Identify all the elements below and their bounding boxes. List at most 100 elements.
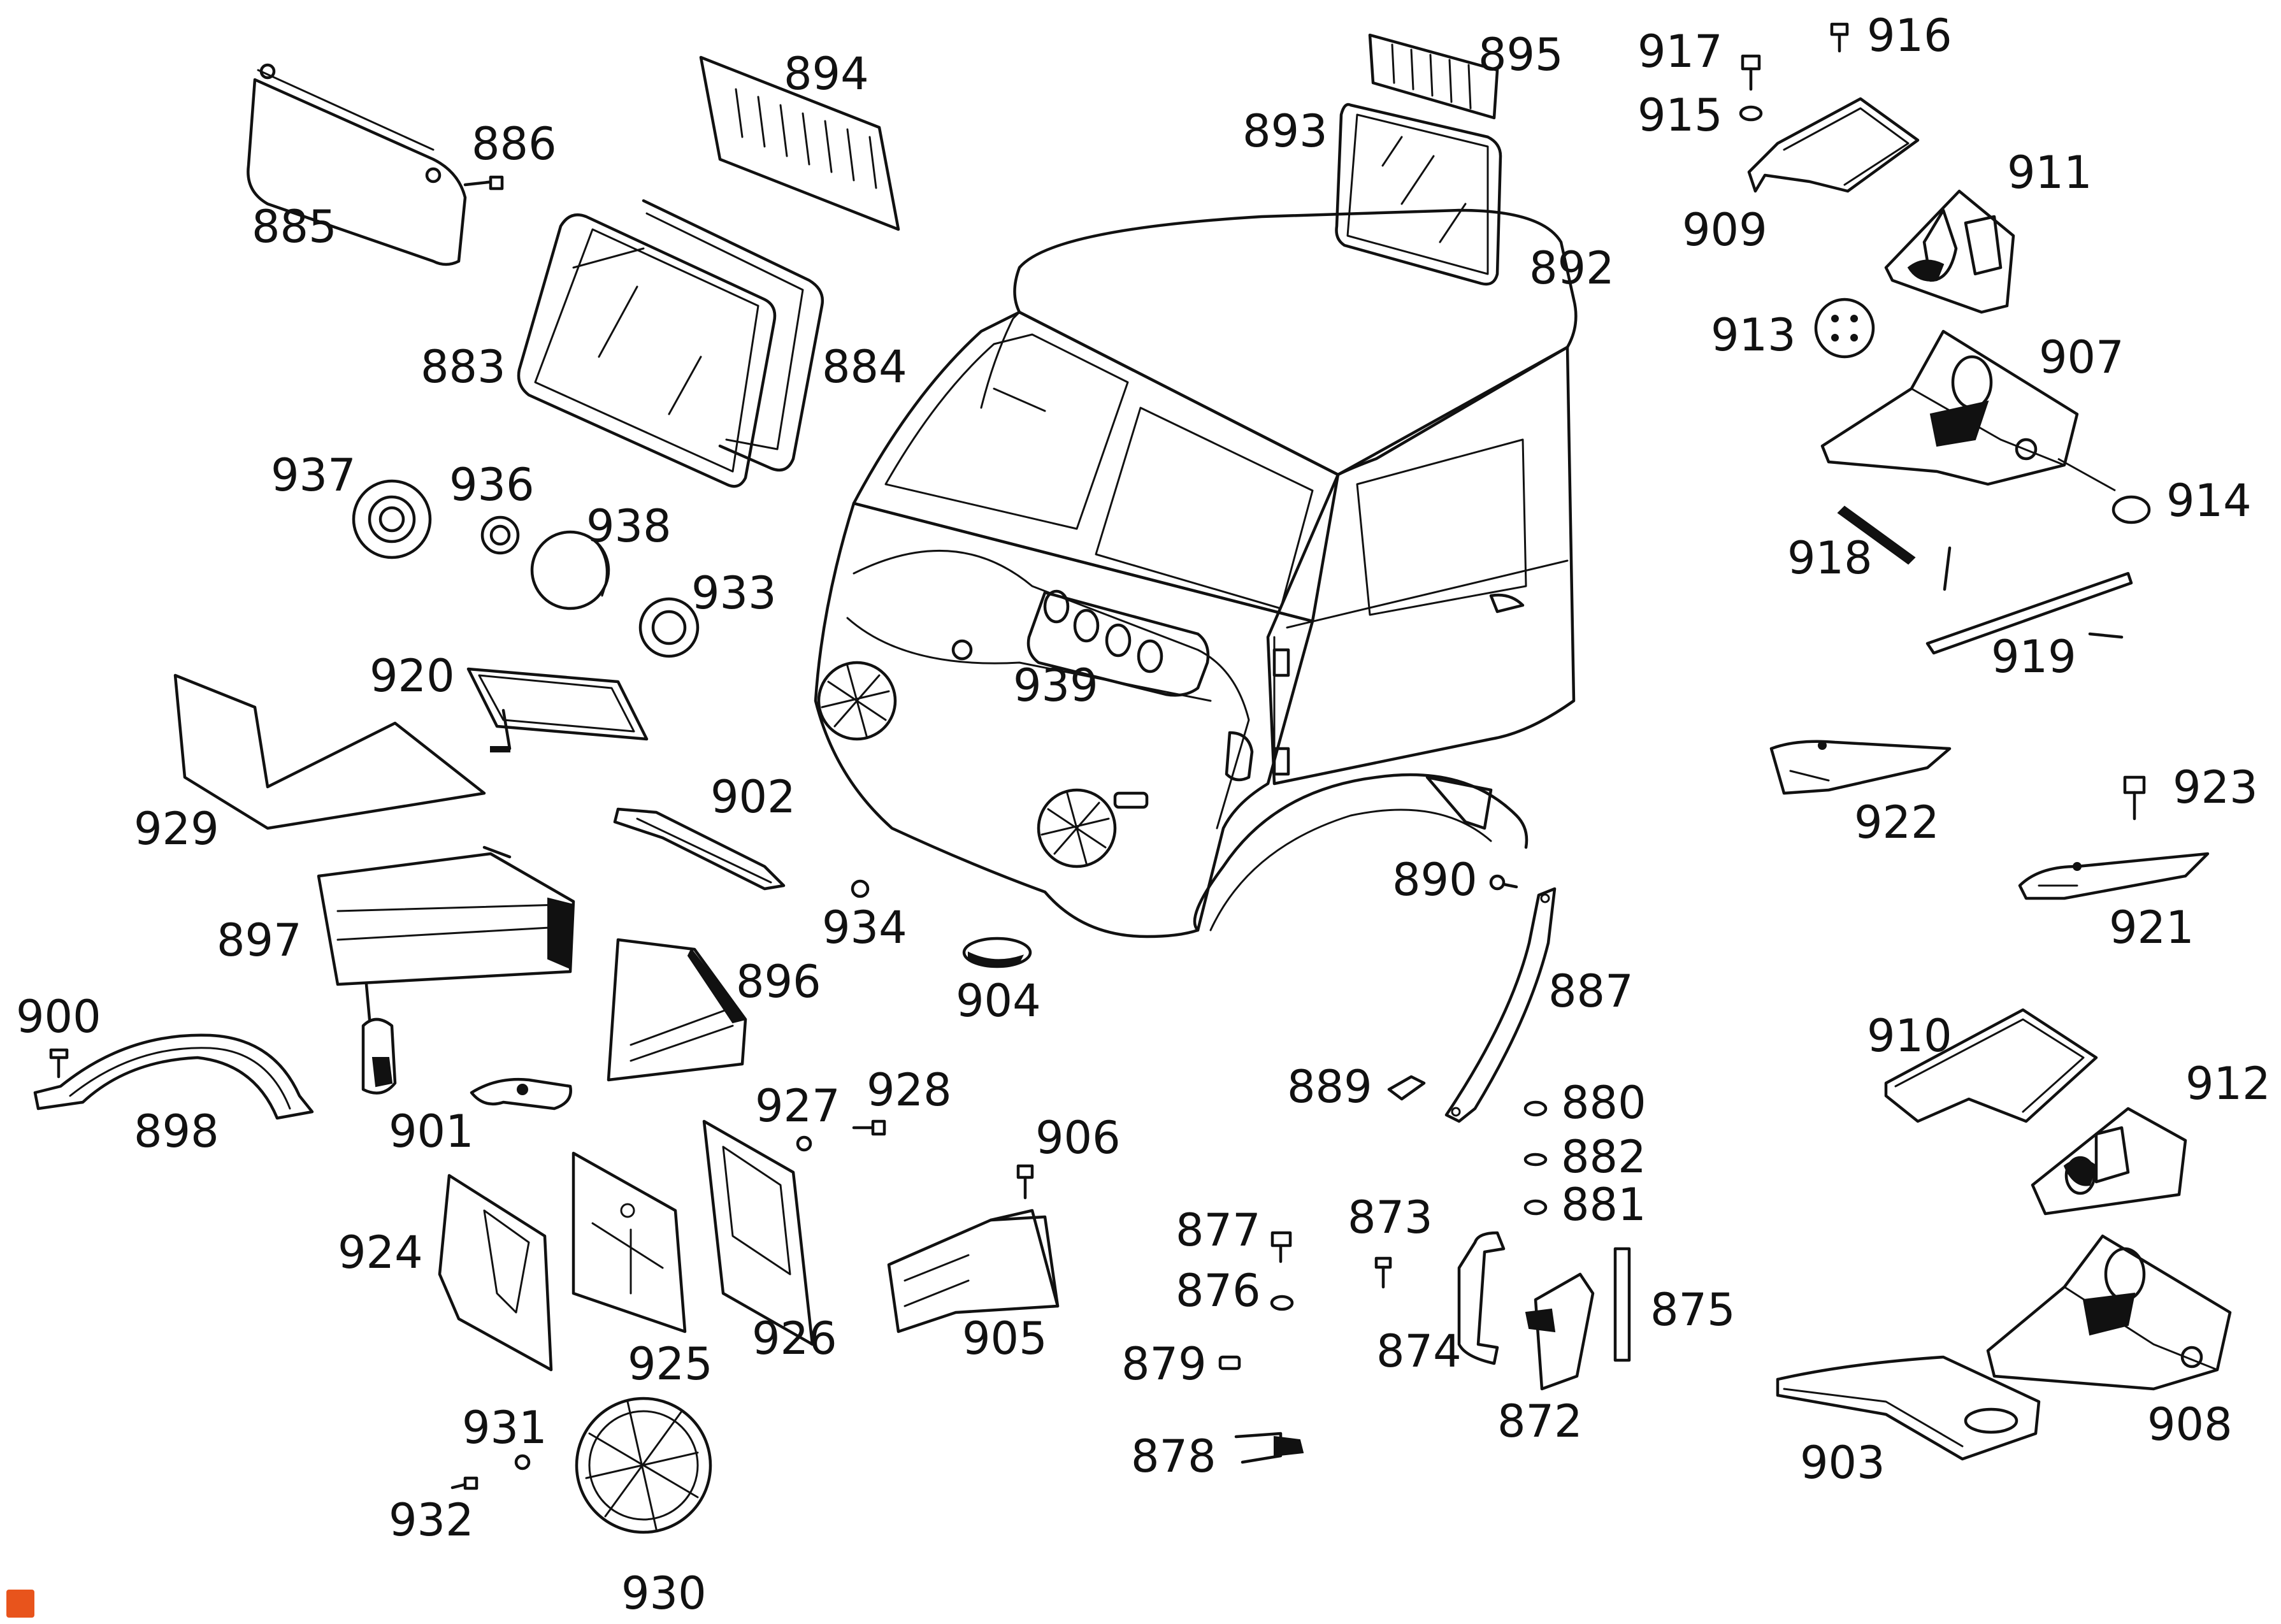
callout-932: 932 (389, 1494, 474, 1546)
callout-879: 879 (1121, 1338, 1207, 1390)
part-911-bracket (1884, 189, 2015, 314)
callout-921: 921 (2109, 902, 2194, 954)
callout-904: 904 (956, 975, 1041, 1027)
part-884-window-seal (642, 199, 824, 472)
callout-906: 906 (1035, 1112, 1121, 1164)
callout-886: 886 (471, 118, 557, 170)
part-903-panel (1776, 1355, 2041, 1461)
callout-903: 903 (1800, 1437, 1885, 1489)
callout-905: 905 (962, 1312, 1047, 1365)
callout-928: 928 (867, 1064, 952, 1116)
cab-body (814, 208, 1578, 938)
headlight-right (1037, 788, 1117, 868)
part-938-cover (530, 530, 610, 610)
part-886-screw (463, 175, 504, 190)
callout-labels: 894 895 917 916 886 915 893 885 909 911 … (16, 10, 2271, 1620)
part-924-panel (438, 1174, 553, 1372)
part-918-strip (1837, 505, 1952, 591)
callout-875: 875 (1650, 1284, 1736, 1336)
part-874-handle (1457, 1231, 1506, 1365)
callout-876: 876 (1176, 1265, 1261, 1317)
callout-925: 925 (628, 1338, 713, 1390)
part-917-bolt (1741, 54, 1761, 91)
callout-881: 881 (1561, 1179, 1646, 1231)
part-873-screw (1374, 1256, 1392, 1289)
callout-892: 892 (1529, 242, 1615, 294)
part-889-clip (1387, 1075, 1426, 1101)
part-877-bolt (1270, 1231, 1292, 1263)
part-929-floor-mat (173, 673, 486, 830)
part-894-vent-panel (699, 55, 900, 231)
part-925-panel (572, 1151, 687, 1333)
part-881-washer (1523, 1199, 1548, 1216)
callout-897: 897 (217, 914, 302, 966)
part-915-washer (1739, 105, 1763, 122)
callout-926: 926 (752, 1312, 837, 1365)
callout-896: 896 (736, 956, 821, 1008)
callout-929: 929 (134, 803, 219, 855)
callout-924: 924 (338, 1226, 423, 1279)
callout-933: 933 (691, 567, 777, 619)
part-922-bracket (1769, 740, 1952, 795)
part-930-headlight-guard (575, 1397, 712, 1534)
callout-930: 930 (621, 1567, 707, 1620)
part-910-frame (1884, 1008, 2098, 1123)
part-880-nut (1523, 1100, 1548, 1117)
callout-922: 922 (1854, 796, 1939, 849)
callout-911: 911 (2007, 147, 2092, 199)
callout-901: 901 (389, 1105, 474, 1158)
part-908-housing (1986, 1234, 2232, 1391)
part-904-cap (962, 937, 1032, 968)
callout-907: 907 (2039, 331, 2124, 384)
callout-913: 913 (1711, 309, 1796, 361)
part-900-screw (49, 1048, 69, 1079)
part-913-disc (1814, 298, 1875, 359)
callout-883: 883 (421, 341, 506, 393)
part-927-washer (796, 1135, 812, 1152)
part-926-panel (702, 1119, 814, 1346)
part-901-latch (361, 982, 397, 1095)
part-933-cap (638, 597, 700, 658)
callout-912: 912 (2185, 1058, 2271, 1110)
callout-917: 917 (1637, 25, 1723, 78)
headlight-left (817, 661, 897, 741)
callout-898: 898 (134, 1105, 219, 1158)
part-916-screw (1830, 22, 1849, 53)
callout-934: 934 (822, 902, 907, 954)
callout-902: 902 (710, 771, 796, 823)
part-912-bracket (2031, 1107, 2187, 1216)
callout-885: 885 (252, 201, 337, 253)
part-905-bracket (887, 1209, 1060, 1333)
callout-900: 900 (16, 991, 101, 1043)
part-920-gasket (466, 667, 649, 752)
part-872-cover (1525, 1272, 1595, 1391)
part-909-tray (1747, 97, 1920, 193)
callout-923: 923 (2173, 761, 2258, 814)
part-883-window-glass (517, 213, 777, 488)
part-896-panel (607, 938, 747, 1082)
part-919-strip (1925, 571, 2133, 655)
callout-914: 914 (2166, 475, 2252, 527)
part-936-grommet (480, 515, 520, 555)
part-923-bolt (2123, 775, 2146, 821)
callout-872: 872 (1497, 1395, 1583, 1448)
part-921-bracket (2018, 852, 2210, 900)
part-931-nut (514, 1454, 531, 1470)
part-901-handle (470, 1077, 572, 1110)
callout-937: 937 (271, 449, 356, 501)
callout-887: 887 (1548, 965, 1634, 1017)
callout-878: 878 (1131, 1430, 1216, 1483)
callout-919: 919 (1991, 631, 2076, 683)
callout-910: 910 (1867, 1010, 1952, 1062)
callout-894: 894 (784, 48, 869, 100)
callout-936: 936 (449, 459, 535, 511)
part-890-screw (1489, 874, 1518, 891)
callout-874: 874 (1376, 1325, 1462, 1377)
part-879-block (1218, 1355, 1241, 1370)
part-897-panel (317, 845, 575, 986)
callout-882: 882 (1561, 1131, 1646, 1183)
part-893-window-frame (1335, 103, 1502, 286)
part-907-housing (1820, 329, 2079, 486)
callout-931: 931 (462, 1402, 547, 1454)
